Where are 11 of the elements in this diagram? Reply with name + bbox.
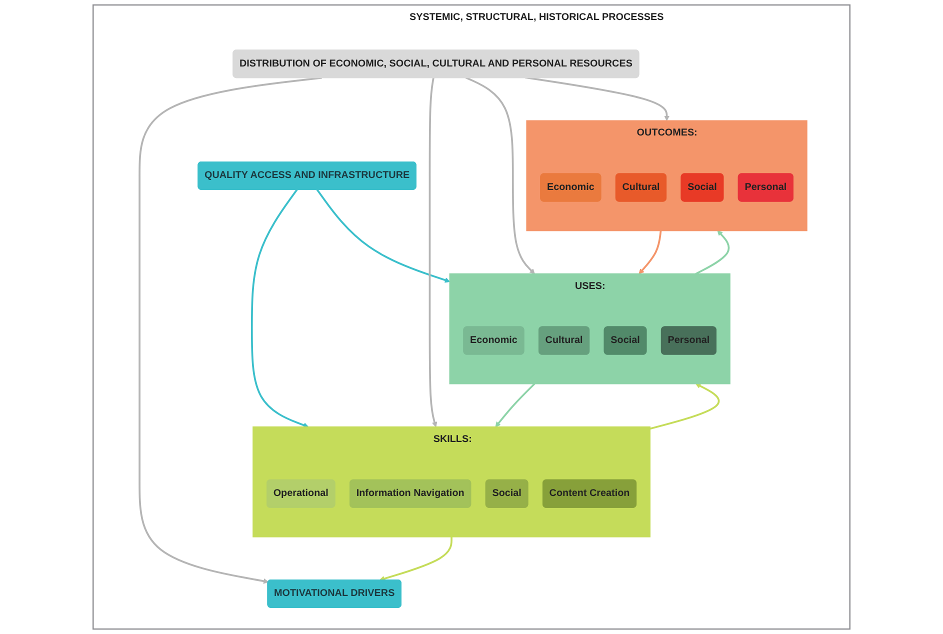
arrow [379,536,452,582]
arrow [250,188,309,428]
arrow [695,230,730,275]
arrow [138,76,322,584]
arrow [465,76,535,274]
arrow [428,77,438,428]
arrow [316,188,450,283]
arrow [495,382,536,428]
arrow [650,383,720,430]
arrow [638,230,662,274]
arrow [524,76,670,122]
